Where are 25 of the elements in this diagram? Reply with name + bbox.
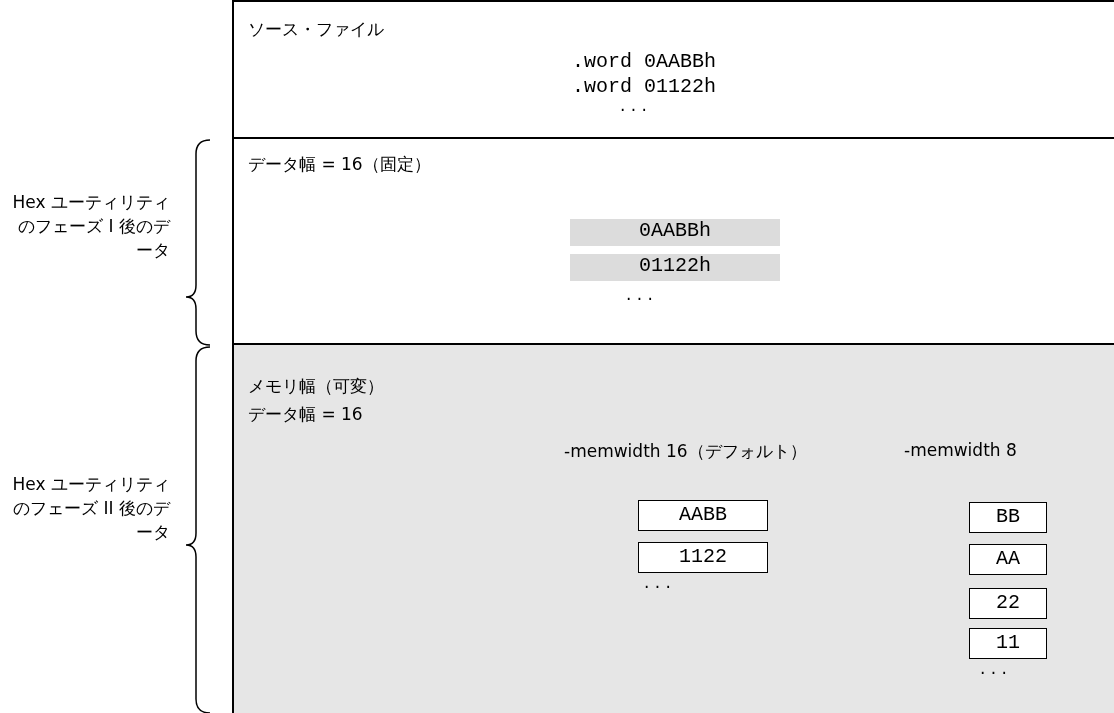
bracket-label: Hex ユーティリティのフェーズ I 後のデータ: [11, 191, 170, 262]
heading: データ幅 = 16（固定）: [248, 153, 431, 176]
code-line: .word 0AABBh: [572, 50, 717, 73]
ellipsis-dots: · · ·: [644, 577, 672, 597]
memory-cell: 22: [969, 588, 1047, 619]
panel: [232, 0, 1114, 139]
column-heading: -memwidth 16（デフォルト）: [564, 440, 807, 463]
ellipsis-dots: · · ·: [626, 289, 654, 309]
column-heading: -memwidth 8: [904, 440, 1017, 460]
memory-cell: AA: [969, 544, 1047, 575]
memory-cell: 1122: [638, 542, 768, 573]
memory-cell: BB: [969, 502, 1047, 533]
memory-cell: 11: [969, 628, 1047, 659]
code-line: .word 01122h: [572, 75, 717, 98]
heading: データ幅 = 16: [248, 403, 363, 426]
value-bar: 0AABBh: [570, 219, 780, 246]
ellipsis-dots: · · ·: [980, 663, 1008, 683]
panel: [232, 343, 1114, 713]
heading: ソース・ファイル: [248, 18, 384, 41]
heading: メモリ幅（可変）: [248, 375, 384, 398]
bracket-label: Hex ユーティリティのフェーズ II 後のデータ: [11, 473, 170, 544]
ellipsis-dots: · · ·: [620, 100, 648, 120]
panel: [232, 137, 1114, 345]
memory-cell: AABB: [638, 500, 768, 531]
value-bar: 01122h: [570, 254, 780, 281]
